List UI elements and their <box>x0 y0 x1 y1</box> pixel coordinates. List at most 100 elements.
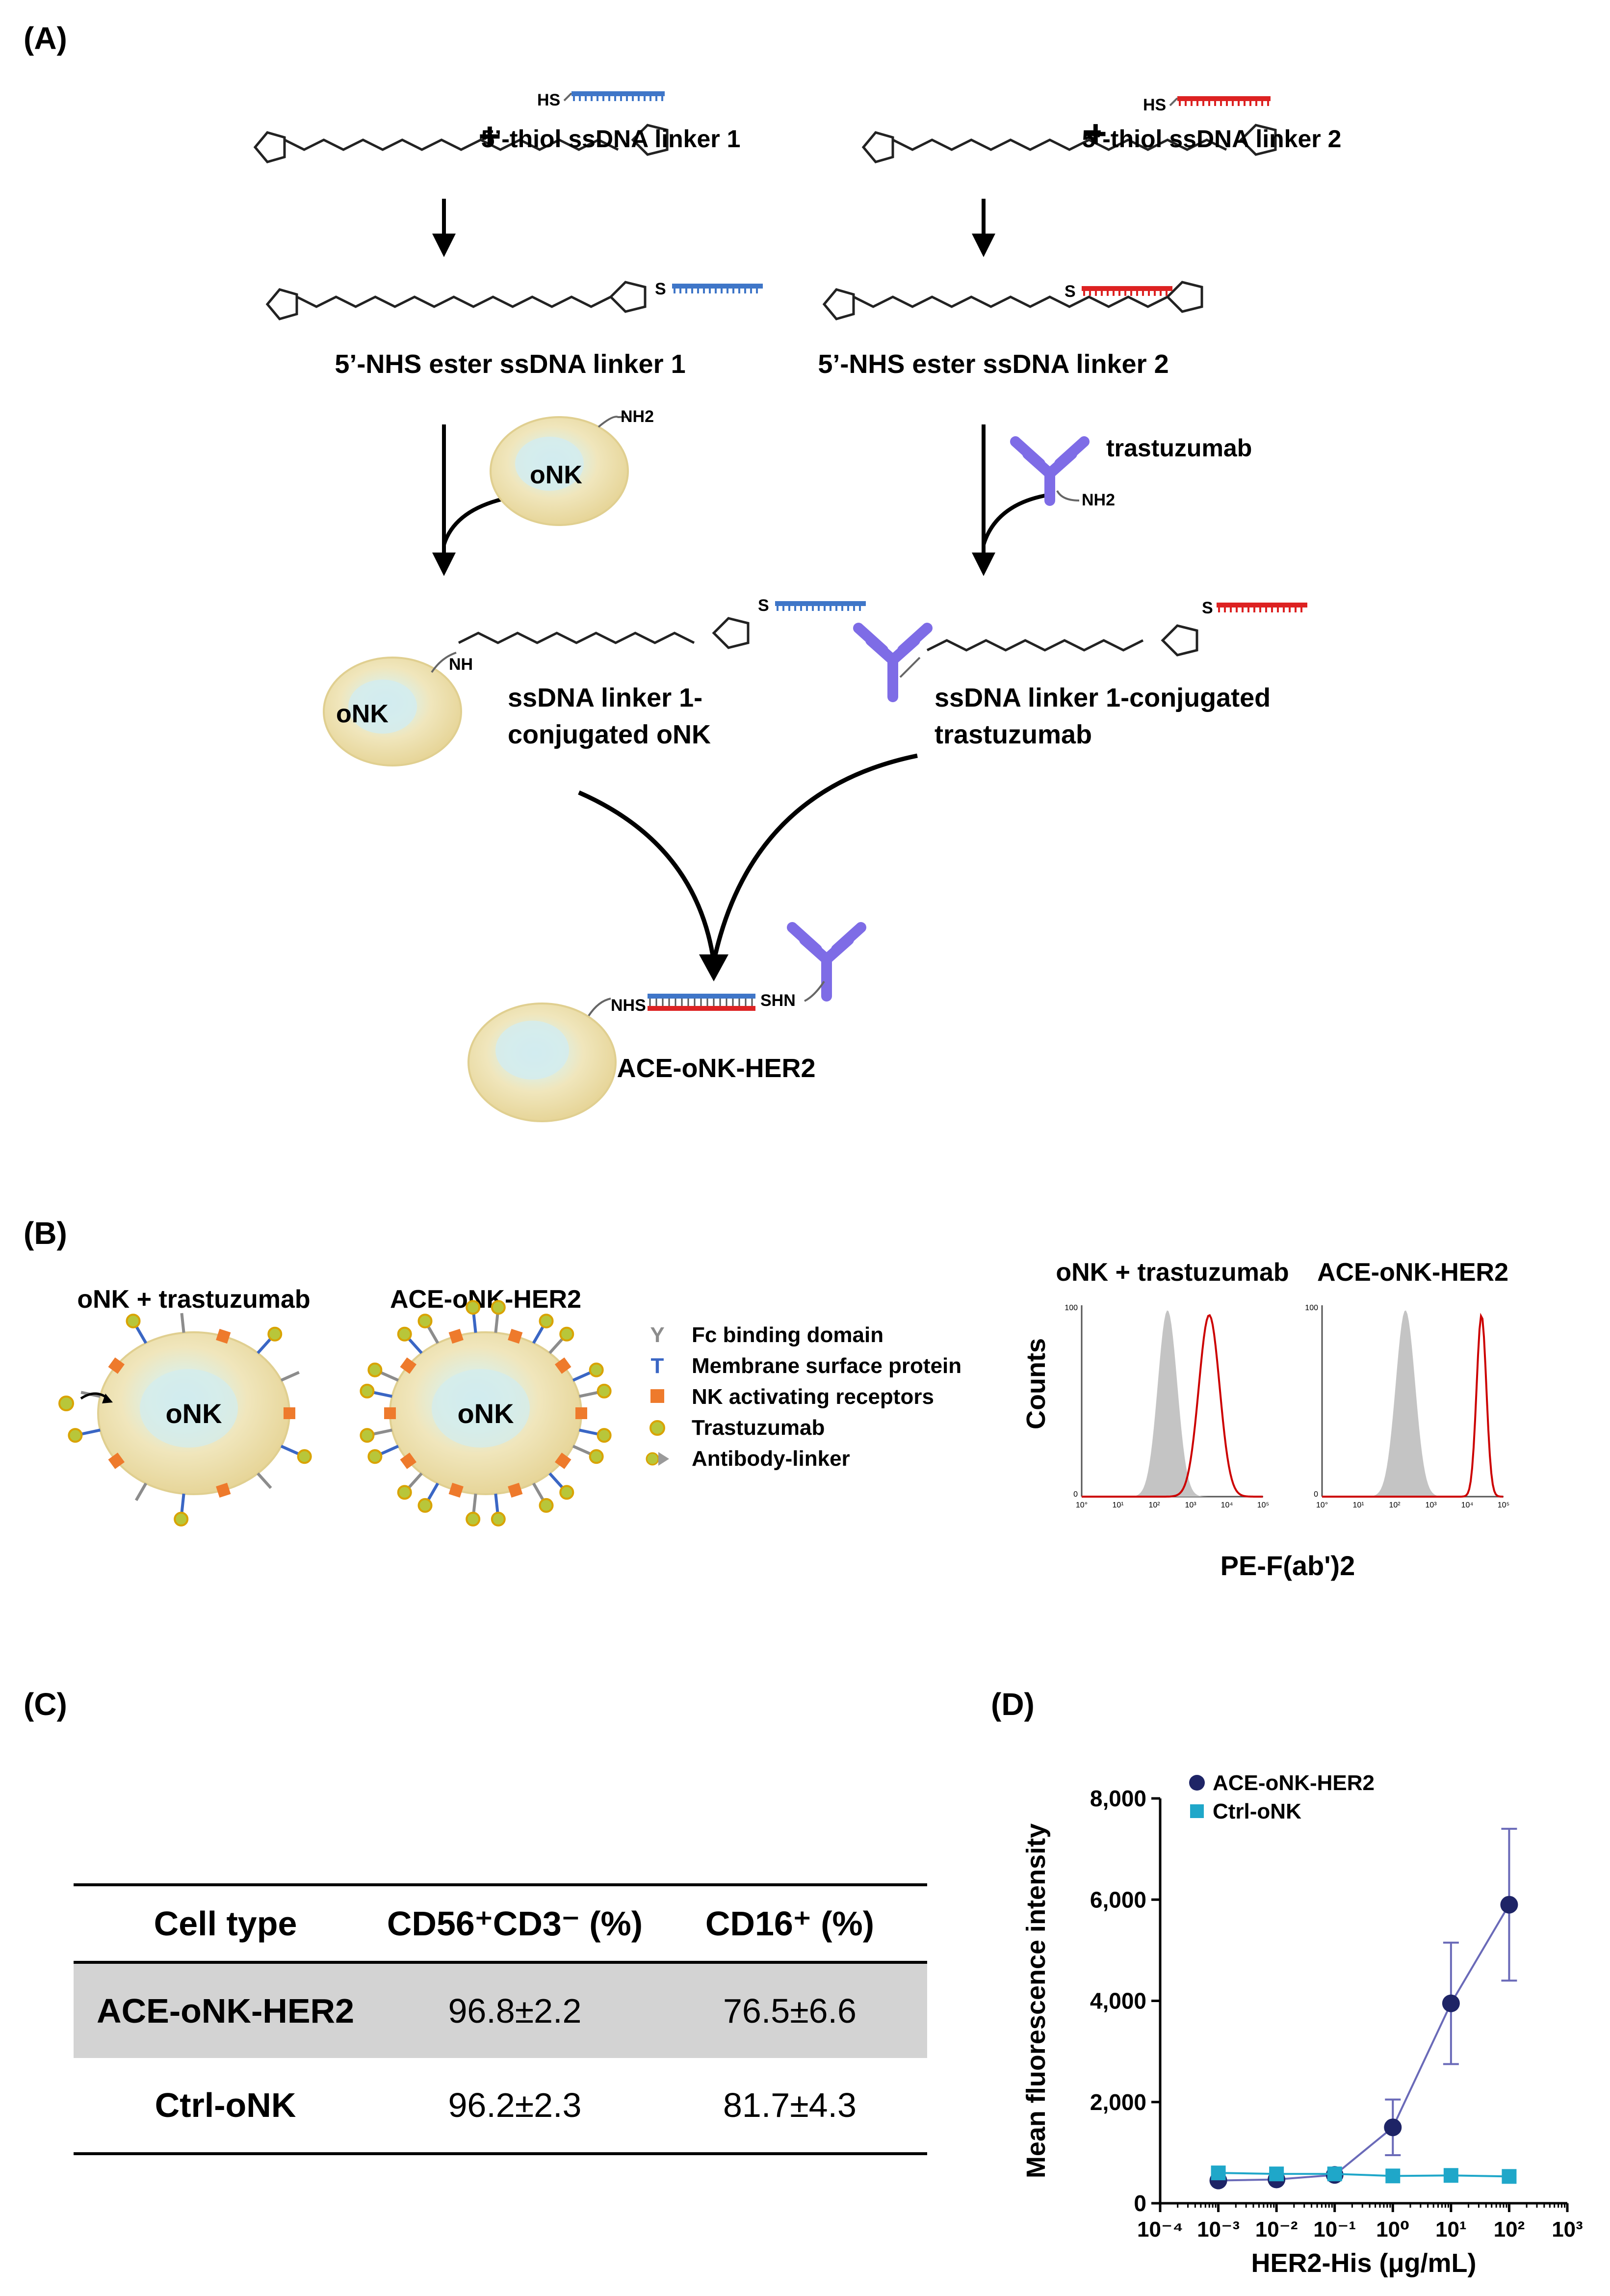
series-line <box>1218 2172 1509 2178</box>
panel-d-label: (D) <box>991 1687 1035 1722</box>
legend-marker <box>1189 1775 1205 1791</box>
trastuzumab-label: trastuzumab <box>1106 434 1252 462</box>
trastuzumab-mark <box>597 1428 612 1443</box>
y-tick-label: 0 <box>1134 2190 1146 2216</box>
cd56-cd3-value: 96.2±2.3 <box>448 2086 582 2124</box>
hist-xtick: 10° <box>1076 1501 1088 1509</box>
cell2-onk-label: oNK <box>457 1398 514 1429</box>
panel-c-label: (C) <box>24 1687 67 1722</box>
trastuzumab-mark <box>397 1326 412 1342</box>
trastuzumab-icon <box>649 1420 665 1436</box>
s-label-conj-tras: S <box>1202 599 1213 617</box>
cell1-title: oNK + trastuzumab <box>77 1285 310 1314</box>
fc-binding-mark <box>494 1313 499 1333</box>
nk-receptor-mark <box>448 1328 464 1344</box>
hist-control-fill <box>1082 1310 1263 1497</box>
antibody-icon-conjugated <box>853 623 933 702</box>
nhs-ester-2-label: 5’-NHS ester ssDNA linker 2 <box>818 349 1169 379</box>
membrane-protein-mark <box>572 1371 592 1382</box>
membrane-protein-mark <box>472 1313 477 1333</box>
conj-onk-line2: conjugated oNK <box>508 720 711 749</box>
onk-cell-conjugated <box>323 652 462 766</box>
legend-marker <box>1190 1804 1204 1818</box>
conj-trastuzumab-tail <box>899 657 921 678</box>
conj-tras-line2: trastuzumab <box>935 720 1092 749</box>
membrane-protein-icon: T <box>651 1354 664 1378</box>
fc-binding-mark <box>472 1493 477 1514</box>
table-header-row: Cell type CD56⁺CD3⁻ (%) CD16⁺ (%) <box>74 1885 927 1962</box>
trastuzumab-mark <box>559 1485 574 1500</box>
legend-label: Fc binding domain <box>692 1323 883 1347</box>
trastuzumab-mark <box>417 1314 433 1329</box>
data-point <box>1327 2166 1342 2182</box>
cell2-title: ACE-oNK-HER2 <box>390 1285 581 1314</box>
product-cell <box>467 998 617 1122</box>
nk-receptor-mark <box>108 1357 125 1374</box>
data-point <box>1502 2169 1517 2184</box>
data-point <box>1442 1994 1460 2012</box>
hist-xtick: 10⁵ <box>1257 1501 1269 1509</box>
data-point <box>1384 2118 1402 2137</box>
y-tick-label: 6,000 <box>1090 1887 1146 1912</box>
cd16-value: 76.5±6.6 <box>723 1992 857 2030</box>
trastuzumab-mark <box>466 1300 481 1315</box>
x-tick-label: 10⁻² <box>1255 2217 1298 2242</box>
cell1-onk-label: oNK <box>165 1398 222 1429</box>
trastuzumab-mark <box>360 1428 375 1443</box>
cell-diagram-ace-onk-her2 <box>360 1300 612 1527</box>
x-tick-label: 10⁻⁴ <box>1137 2217 1183 2242</box>
trastuzumab-mark <box>491 1511 506 1527</box>
nk-receptor-mark <box>508 1482 523 1498</box>
nk-receptor-mark <box>448 1482 464 1498</box>
nhs-label-product: NHS <box>611 996 646 1015</box>
data-point <box>1385 2168 1401 2184</box>
onk-label-reactant: oNK <box>530 461 582 489</box>
converge-arrowhead <box>699 954 728 981</box>
x-tick-label: 10² <box>1494 2217 1525 2242</box>
fc-binding-mark <box>548 1337 564 1354</box>
hist-xtick: 10° <box>1316 1501 1328 1509</box>
hist-sample-line <box>1322 1313 1504 1498</box>
antibody-linker-bowtie-icon <box>658 1452 669 1466</box>
data-point <box>1500 1896 1518 1914</box>
trastuzumab-mark <box>174 1511 189 1527</box>
antibody-icon-product <box>787 922 866 1002</box>
cell-type: Ctrl-oNK <box>155 2086 296 2124</box>
hist-ytick-max: 100 <box>1065 1304 1078 1312</box>
trastuzumab-mark <box>559 1326 574 1342</box>
product-label: ACE-oNK-HER2 <box>617 1054 816 1083</box>
col-header-cd56-cd3: CD56⁺CD3⁻ (%) <box>387 1904 643 1943</box>
hs-label-right: HS <box>1143 96 1166 114</box>
conj-onk-label: ssDNA linker 1- conjugated oNK <box>508 683 711 749</box>
thiol-linker-2-label: 5’-thiol ssDNA linker 2 <box>1082 125 1342 153</box>
ssdna-linker-1-strand <box>563 91 665 102</box>
converge-arrow-left <box>578 790 716 962</box>
onk-label-conjugated: oNK <box>336 700 389 728</box>
panel-b-label: (B) <box>24 1215 67 1251</box>
nk-receptor-mark <box>400 1357 417 1374</box>
nk-receptor-mark <box>216 1328 231 1344</box>
trastuzumab-mark <box>267 1326 283 1342</box>
col-header-cell-type: Cell type <box>154 1904 297 1943</box>
conj-onk-linker-strand <box>775 601 866 611</box>
s-label-conj-onk: S <box>758 596 769 615</box>
col-header-cd16: CD16⁺ (%) <box>705 1904 875 1943</box>
duplex-linker <box>648 994 755 1011</box>
antibody-linker-icon <box>646 1452 659 1466</box>
cd16-value: 81.7±4.3 <box>723 2086 857 2124</box>
membrane-protein-mark <box>280 1445 300 1456</box>
membrane-protein-mark <box>372 1391 392 1398</box>
peg-linker-structure-left <box>253 124 669 163</box>
membrane-protein-mark <box>532 1325 545 1344</box>
hist-sample-line <box>1082 1314 1263 1498</box>
x-tick-label: 10¹ <box>1435 2217 1467 2242</box>
hist-xtick: 10² <box>1148 1501 1160 1509</box>
y-tick-label: 8,000 <box>1090 1786 1146 1811</box>
fc-binding-mark <box>257 1472 272 1489</box>
data-point <box>1269 2166 1284 2182</box>
hist-xtick: 10³ <box>1185 1501 1196 1509</box>
antibody-icon-reactant <box>1010 436 1090 506</box>
trastuzumab-mark <box>589 1449 604 1464</box>
